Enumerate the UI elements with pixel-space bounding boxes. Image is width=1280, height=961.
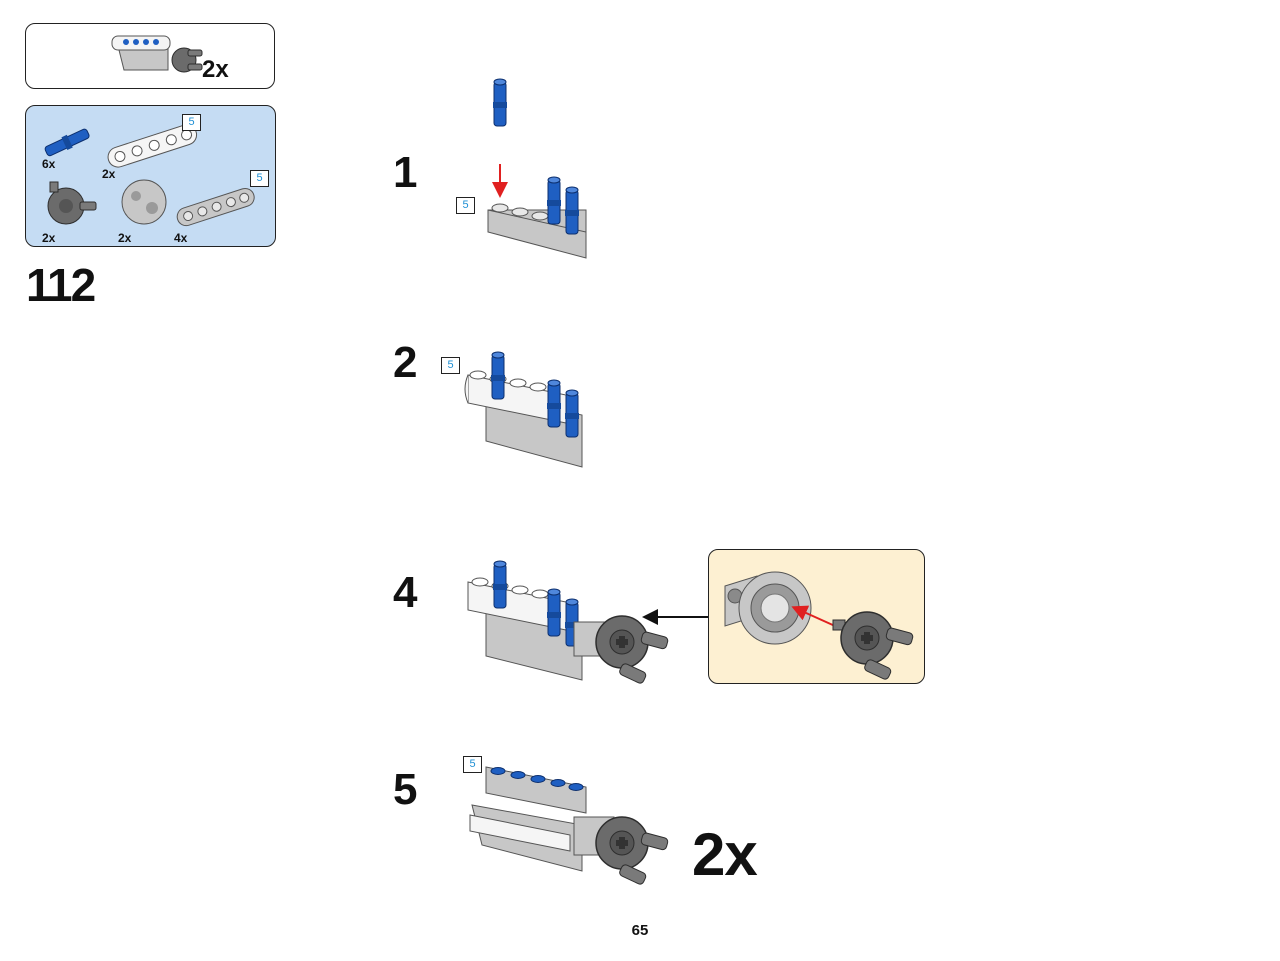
step-number: 2 <box>393 338 418 387</box>
part-qty: 2x <box>102 167 116 181</box>
light-gray-beam-5-icon <box>176 187 255 227</box>
arrow-icon <box>642 609 710 625</box>
step-1-illustration <box>487 78 587 259</box>
length-indicator: 5 <box>441 357 460 374</box>
step-number: 5 <box>393 765 418 814</box>
step-multiplier: 2x <box>692 821 758 888</box>
step-5-illustration <box>469 766 670 887</box>
step-4-illustration <box>467 560 670 686</box>
part-qty: 4x <box>174 231 188 245</box>
submodel-box: 2x <box>25 23 275 89</box>
parts-list-box: 6x 5 2x 2x 2x 5 4x <box>25 105 276 247</box>
sub-step-callout <box>708 549 925 684</box>
white-beam-5-icon <box>107 124 198 168</box>
submodel-assembly-icon <box>111 35 203 73</box>
length-indicator: 5 <box>456 197 475 214</box>
length-indicator: 5 <box>463 756 482 773</box>
callout-illustration <box>724 571 915 680</box>
page-number: 65 <box>631 922 649 939</box>
step-number: 4 <box>393 568 418 617</box>
dark-gray-hub-icon <box>47 181 97 225</box>
part-qty: 2x <box>118 231 132 245</box>
length-indicator: 5 <box>182 114 201 131</box>
part-qty: 6x <box>42 157 56 171</box>
part-qty: 2x <box>42 231 56 245</box>
light-gray-cross-block-icon <box>121 179 167 225</box>
step-2-illustration <box>464 351 583 468</box>
blue-axle-pin-icon <box>44 128 90 157</box>
length-indicator: 5 <box>250 170 269 187</box>
build-step-number: 112 <box>26 259 96 311</box>
submodel-multiplier: 2x <box>202 56 229 83</box>
step-number: 1 <box>393 148 418 197</box>
